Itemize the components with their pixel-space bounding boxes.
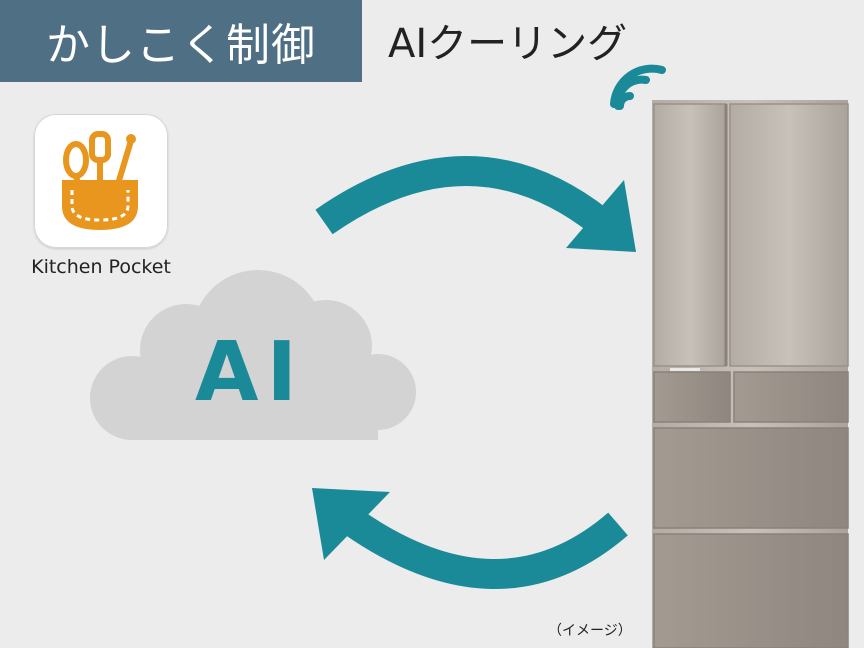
cloud-icon — [90, 270, 416, 440]
title-badge: かしこく制御 — [0, 0, 362, 82]
title: かしこく制御 — [46, 20, 316, 71]
app-label: Kitchen Pocket — [31, 256, 171, 278]
cloud-label: AI — [195, 325, 305, 420]
subtitle: AIクーリング — [388, 21, 628, 67]
refrigerator-image — [652, 100, 849, 648]
kitchen-tools-pocket-icon — [62, 131, 138, 230]
image-caption: （イメージ） — [548, 623, 632, 639]
wifi-signal-icon — [610, 64, 666, 110]
kitchen-pocket-app-icon[interactable] — [34, 114, 168, 248]
